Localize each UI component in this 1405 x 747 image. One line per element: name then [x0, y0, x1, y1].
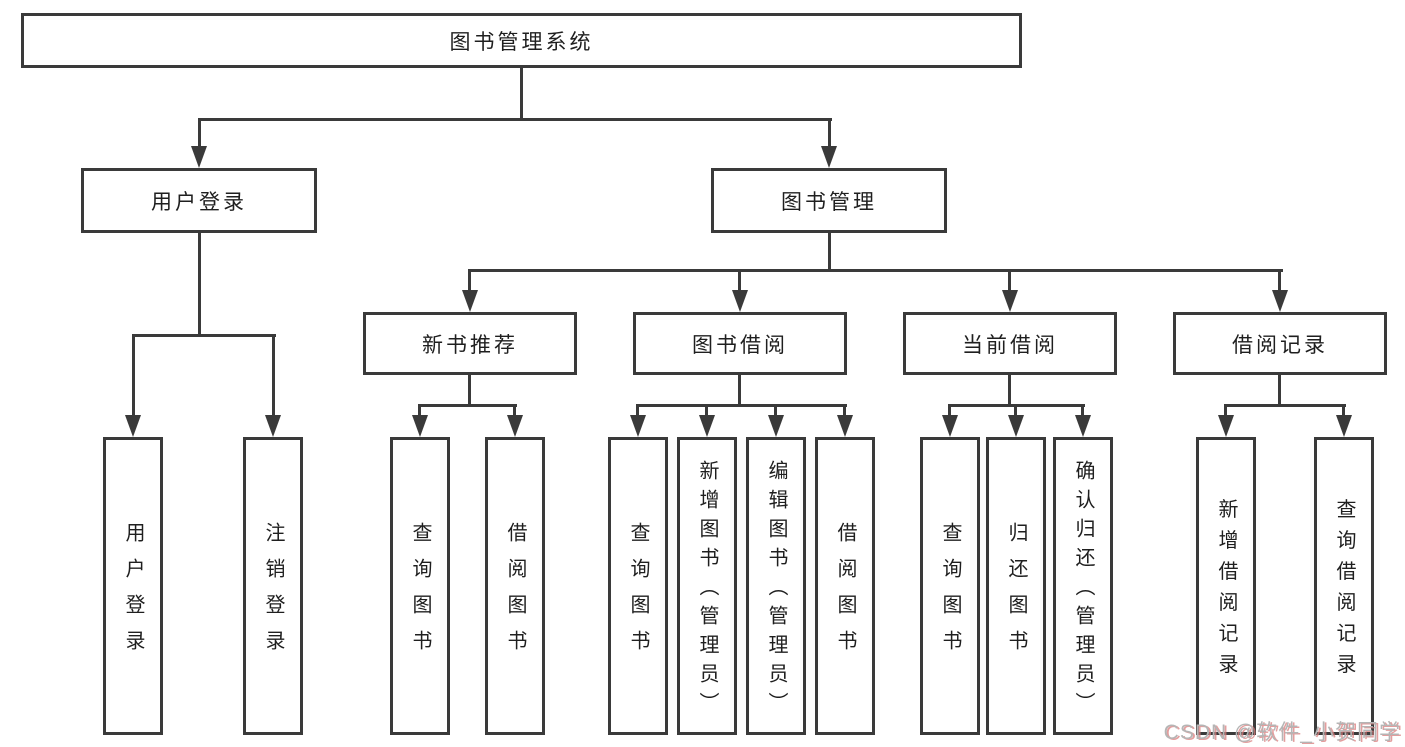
connector-line: [272, 334, 275, 417]
connector-line: [469, 269, 1283, 272]
connector-line: [418, 404, 421, 417]
arrow-down-icon: [699, 415, 715, 437]
node-book-borrow: 图书借阅: [633, 312, 847, 375]
connector-line: [1224, 404, 1227, 417]
arrow-down-icon: [768, 415, 784, 437]
connector-line: [418, 404, 517, 407]
connector-line: [198, 118, 201, 148]
node-root: 图书管理系统: [21, 13, 1022, 68]
leaf-label: 借阅图书: [504, 522, 526, 666]
connector-line: [636, 404, 639, 417]
leaf-label: 查询借阅记录: [1333, 498, 1355, 685]
connector-line: [520, 68, 523, 120]
node-user-login: 用户登录: [81, 168, 317, 233]
leaf-br-add-record: 新增借阅记录: [1196, 437, 1256, 735]
arrow-down-icon: [412, 415, 428, 437]
leaf-rec-borrow-book: 借阅图书: [485, 437, 545, 735]
leaf-bb-query-book: 查询图书: [608, 437, 668, 735]
arrow-down-icon: [1336, 415, 1352, 437]
arrow-down-icon: [1272, 290, 1288, 312]
leaf-label: 新增图书（管理员）: [696, 460, 718, 721]
connector-line: [1081, 404, 1084, 417]
connector-line: [1278, 375, 1281, 407]
watermark: CSDN @软件_小贺同学: [1163, 721, 1401, 744]
arrow-down-icon: [821, 146, 837, 168]
leaf-bb-add-book: 新增图书（管理员）: [677, 437, 737, 735]
arrow-down-icon: [507, 415, 523, 437]
connector-line: [948, 404, 951, 417]
connector-line: [705, 404, 708, 417]
leaf-bb-borrow-book: 借阅图书: [815, 437, 875, 735]
connector-line: [132, 334, 135, 417]
connector-line: [636, 404, 847, 407]
leaf-label: 查询图书: [939, 522, 961, 666]
arrow-down-icon: [191, 146, 207, 168]
connector-line: [828, 118, 831, 148]
leaf-logout: 注销登录: [243, 437, 303, 735]
leaf-user-login: 用户登录: [103, 437, 163, 735]
connector-line: [1342, 404, 1345, 417]
arrow-down-icon: [942, 415, 958, 437]
node-new-book-recommend: 新书推荐: [363, 312, 577, 375]
connector-line: [828, 233, 831, 272]
connector-line: [1008, 375, 1011, 407]
arrow-down-icon: [1008, 415, 1024, 437]
arrow-down-icon: [125, 415, 141, 437]
leaf-rec-query-book: 查询图书: [390, 437, 450, 735]
arrow-down-icon: [1218, 415, 1234, 437]
leaf-label: 注销登录: [262, 522, 284, 666]
arrow-down-icon: [630, 415, 646, 437]
connector-line: [1278, 269, 1281, 294]
arrow-down-icon: [732, 290, 748, 312]
leaf-cb-return-book: 归还图书: [986, 437, 1046, 735]
leaf-bb-edit-book: 编辑图书（管理员）: [746, 437, 806, 735]
connector-line: [198, 118, 832, 121]
connector-line: [1008, 269, 1011, 294]
connector-line: [738, 375, 741, 407]
leaf-br-query-record: 查询借阅记录: [1314, 437, 1374, 735]
arrow-down-icon: [1075, 415, 1091, 437]
leaf-label: 查询图书: [409, 522, 431, 666]
arrow-down-icon: [1002, 290, 1018, 312]
leaf-label: 借阅图书: [834, 522, 856, 666]
connector-line: [1014, 404, 1017, 417]
leaf-cb-query-book: 查询图书: [920, 437, 980, 735]
connector-line: [468, 375, 471, 407]
leaf-label: 编辑图书（管理员）: [765, 460, 787, 721]
connector-line: [1224, 404, 1346, 407]
connector-line: [198, 233, 201, 337]
connector-line: [843, 404, 846, 417]
leaf-label: 查询图书: [627, 522, 649, 666]
node-borrow-records: 借阅记录: [1173, 312, 1387, 375]
node-book-management: 图书管理: [711, 168, 947, 233]
leaf-label: 归还图书: [1005, 522, 1027, 666]
leaf-label: 确认归还（管理员）: [1072, 460, 1094, 721]
leaf-label: 用户登录: [122, 522, 144, 666]
arrow-down-icon: [265, 415, 281, 437]
node-current-borrow: 当前借阅: [903, 312, 1117, 375]
connector-line: [132, 334, 276, 337]
connector-line: [738, 269, 741, 294]
leaf-cb-confirm-return: 确认归还（管理员）: [1053, 437, 1113, 735]
connector-line: [468, 269, 471, 294]
arrow-down-icon: [837, 415, 853, 437]
connector-line: [774, 404, 777, 417]
leaf-label: 新增借阅记录: [1215, 498, 1237, 685]
arrow-down-icon: [462, 290, 478, 312]
connector-line: [513, 404, 516, 417]
